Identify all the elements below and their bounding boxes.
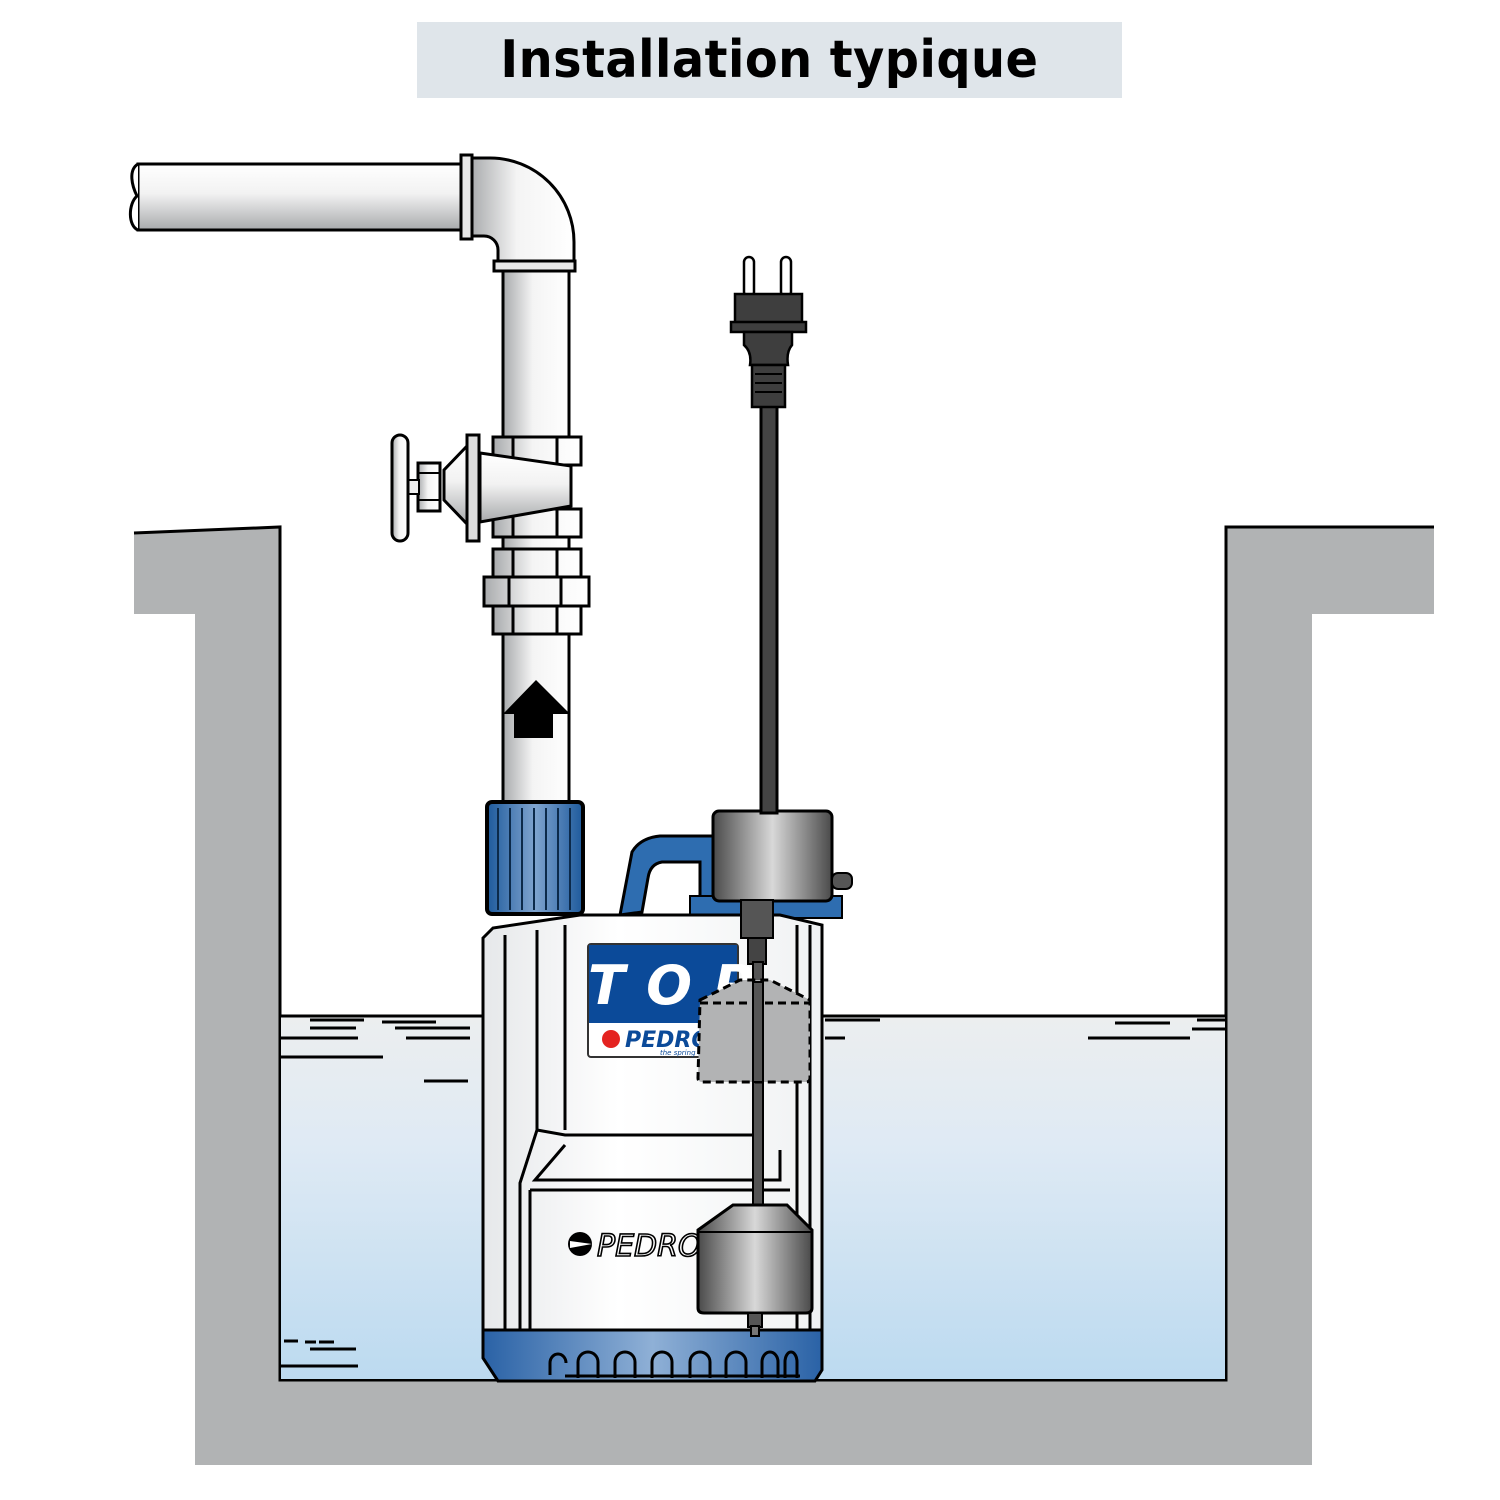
intake-slots <box>548 1350 800 1378</box>
title-banner: Installation typique <box>417 22 1122 98</box>
water-ripple-lines <box>281 1018 1225 1368</box>
brand-tagline: the spring o <box>660 1049 702 1057</box>
diagram-title: Installation typique <box>500 30 1039 90</box>
pedrollo-logo-icon <box>602 1030 620 1048</box>
blue-threaded-outlet <box>485 800 585 916</box>
elbow-fitting <box>459 153 577 273</box>
body-brand-text: PEDRO <box>597 1229 702 1264</box>
valve-handwheel <box>390 433 410 543</box>
union-coupling <box>482 547 591 636</box>
discharge-pipe-horizontal <box>128 162 466 232</box>
float-lower-position <box>696 1203 814 1315</box>
body-brand: PEDRO <box>568 1228 702 1265</box>
float-switch-housing <box>711 809 834 903</box>
power-plug-icon <box>729 255 808 409</box>
gate-valve <box>390 433 583 551</box>
power-cable <box>759 403 779 815</box>
float-switch <box>696 809 853 1337</box>
flow-arrow-up-icon <box>503 680 570 738</box>
